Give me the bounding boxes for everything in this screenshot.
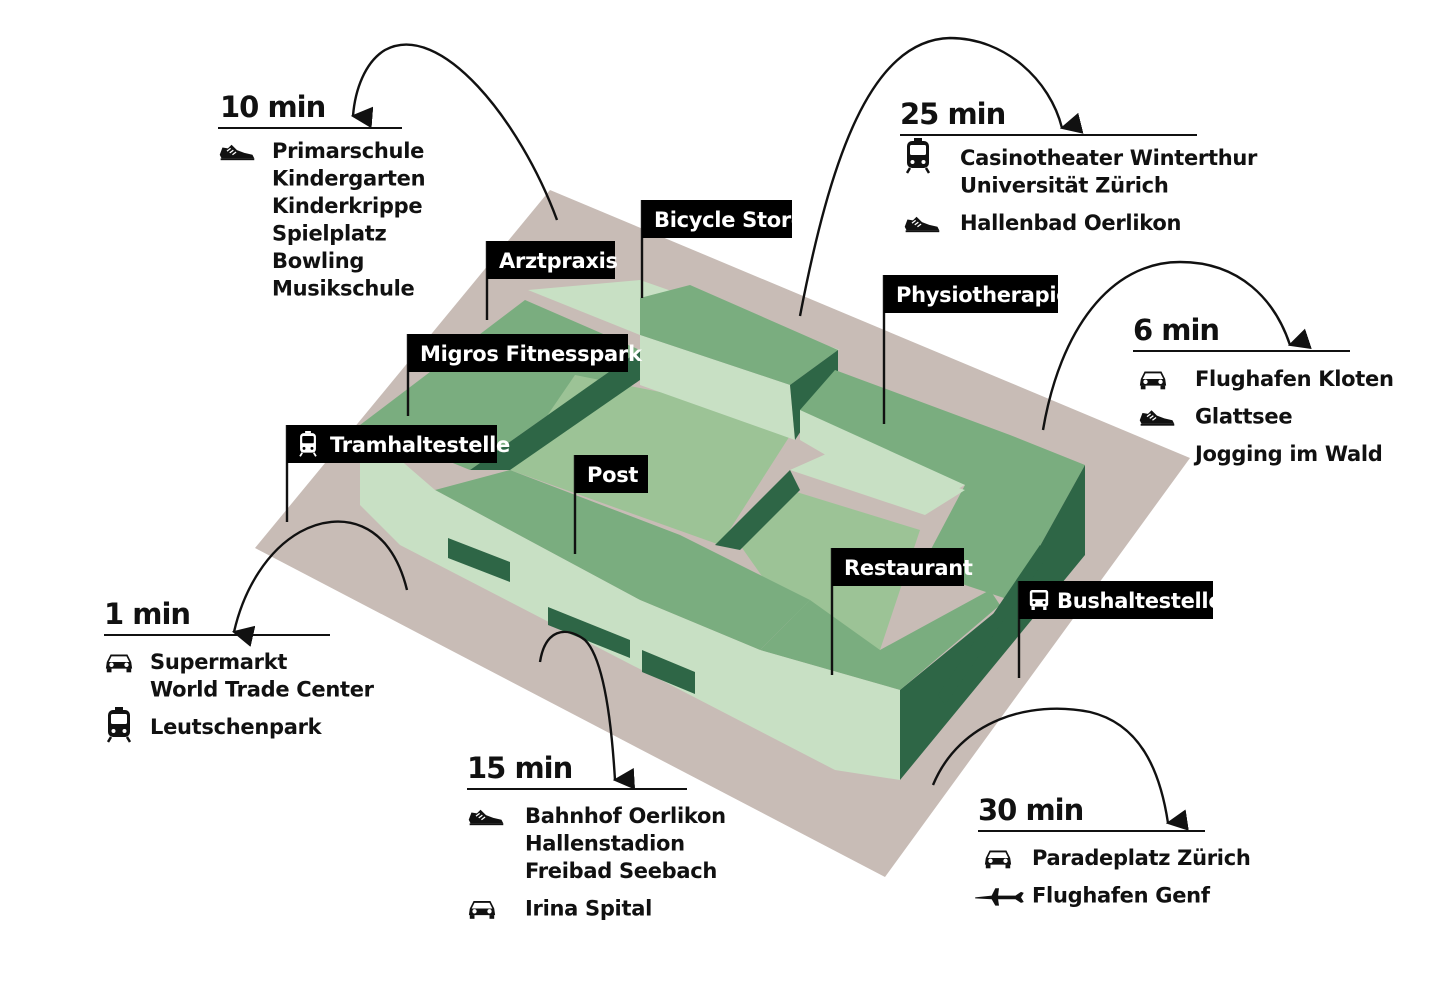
travel-arrow xyxy=(931,707,1189,831)
place-label-bicycle-store: Bicycle Store xyxy=(640,200,805,298)
plane-icon xyxy=(975,888,1024,906)
destination-text: Freibad Seebach xyxy=(525,859,717,883)
travel-time-heading: 1 min xyxy=(104,597,190,631)
place-label-post: Post xyxy=(573,455,648,554)
car-icon xyxy=(1139,371,1167,390)
destination-text: Primarschule xyxy=(272,139,424,163)
train-icon xyxy=(906,137,930,175)
roof-southeast-block xyxy=(760,590,1000,690)
travel-arrow xyxy=(1041,260,1312,431)
travel-time-heading: 15 min xyxy=(467,751,572,785)
roof-north-facade xyxy=(640,335,795,440)
roof-east-inner xyxy=(790,450,965,515)
destination-text: Spielplatz xyxy=(272,222,387,246)
destination-text: Universität Zürich xyxy=(960,174,1168,198)
place-name: Bicycle Store xyxy=(654,208,805,232)
roof-north-block xyxy=(640,285,838,385)
travel-arrow xyxy=(350,43,559,221)
roof-east-block xyxy=(800,370,1085,600)
travel-time-heading: 25 min xyxy=(900,97,1005,131)
window-band-3 xyxy=(642,650,695,694)
place-label-bushaltestelle: Bushaltestelle xyxy=(1017,581,1223,678)
travel-time-heading: 10 min xyxy=(220,90,325,124)
destination-text: Kindergarten xyxy=(272,167,425,191)
place-label-physiotherapie: Physiotherapie xyxy=(882,275,1071,424)
place-label-tramhaltestelle: Tramhaltestelle xyxy=(285,425,510,522)
destination-text: Leutschenpark xyxy=(150,715,323,739)
shoe-icon xyxy=(1139,409,1175,427)
label-box xyxy=(408,334,628,372)
destination-text: Glattsee xyxy=(1195,405,1292,429)
destination-text: Bahnhof Oerlikon xyxy=(525,804,726,828)
car-icon xyxy=(468,901,496,919)
destination-text: Supermarkt xyxy=(150,650,287,674)
destination-text: Hallenstadion xyxy=(525,832,685,856)
shoe-icon xyxy=(468,809,504,826)
destination-text: Casinotheater Winterthur xyxy=(960,146,1258,170)
label-box xyxy=(1019,581,1213,619)
destination-text: World Trade Center xyxy=(150,678,375,702)
label-box xyxy=(575,455,648,493)
window-band-2 xyxy=(548,607,630,658)
wall-courtyard xyxy=(715,470,800,550)
travel-arrow xyxy=(538,630,636,790)
travel-group-10-min: 10 minPrimarschuleKindergartenKinderkrip… xyxy=(218,43,559,301)
destination-text: Paradeplatz Zürich xyxy=(1032,846,1251,870)
place-label-restaurant: Restaurant xyxy=(830,548,973,675)
place-name: Bushaltestelle xyxy=(1057,589,1222,613)
car-icon xyxy=(984,850,1012,869)
place-name: Post xyxy=(587,463,638,487)
destination-text: Jogging im Wald xyxy=(1193,442,1383,466)
facade-south xyxy=(360,425,900,780)
label-box xyxy=(487,241,615,279)
wall-west-block xyxy=(470,350,640,470)
label-box xyxy=(884,275,1058,313)
travel-time-heading: 30 min xyxy=(978,793,1083,827)
destination-text: Bowling xyxy=(272,249,364,273)
window-band-1 xyxy=(448,538,510,582)
destination-text: Irina Spital xyxy=(525,897,652,921)
travel-time-heading: 6 min xyxy=(1133,313,1219,347)
place-name: Arztpraxis xyxy=(499,249,618,273)
roof-east-low xyxy=(740,490,920,650)
shoe-icon xyxy=(219,144,255,161)
place-name: Physiotherapie xyxy=(896,283,1070,307)
label-box xyxy=(642,200,792,238)
destination-text: Kinderkrippe xyxy=(272,194,422,218)
place-name: Migros Fitnesspark xyxy=(420,342,643,366)
destination-text: Flughafen Genf xyxy=(1032,884,1211,908)
destination-text: Flughafen Kloten xyxy=(1195,367,1394,391)
car-icon xyxy=(105,654,133,673)
travel-arrow xyxy=(231,520,409,647)
label-box xyxy=(287,425,497,463)
destination-text: Hallenbad Oerlikon xyxy=(960,211,1181,235)
place-name: Restaurant xyxy=(844,556,973,580)
train-icon xyxy=(107,706,131,744)
travel-arrow xyxy=(798,36,1084,317)
roof-south-block xyxy=(435,470,810,650)
shoe-icon xyxy=(904,216,940,233)
destination-text: Musikschule xyxy=(272,277,415,301)
place-name: Tramhaltestelle xyxy=(330,433,510,457)
label-box xyxy=(832,548,964,586)
place-label-arztpraxis: Arztpraxis xyxy=(485,241,618,320)
place-label-migros-fitnesspark: Migros Fitnesspark xyxy=(406,334,643,416)
